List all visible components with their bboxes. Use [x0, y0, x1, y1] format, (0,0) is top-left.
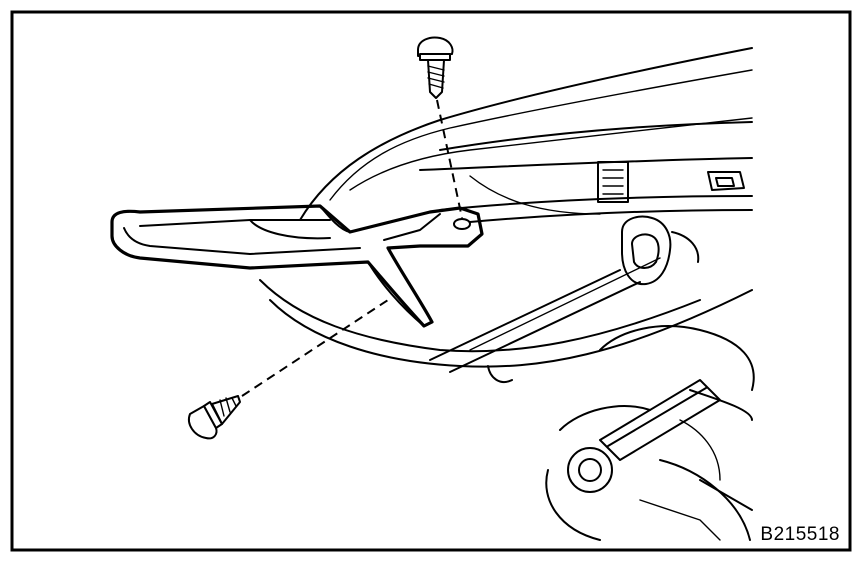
bracket-icon [110, 204, 484, 328]
connector-grommet [621, 215, 700, 286]
upper-screw-icon [417, 36, 454, 99]
lower-screw-icon [188, 395, 241, 440]
figure-reference-code: B215518 [758, 524, 842, 546]
panel-clip [707, 171, 745, 191]
diagram-border [10, 10, 852, 552]
upper-install-path [436, 99, 463, 219]
lower-mechanism [545, 325, 755, 541]
vent-grille [597, 161, 629, 203]
body-panel-assembly [259, 47, 755, 541]
lower-install-path [241, 299, 389, 397]
